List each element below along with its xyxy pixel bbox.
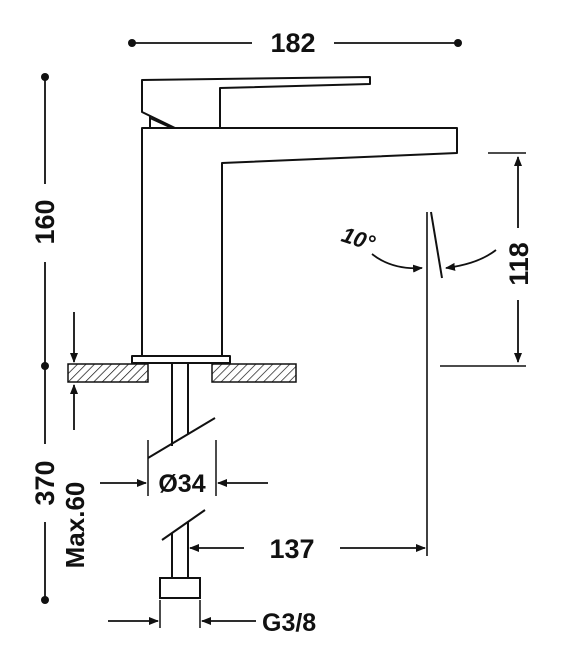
connection-thread-label: G3/8	[262, 609, 316, 637]
max-deck-label: Max.60	[60, 482, 90, 569]
dim-left-vertical: 160 370	[30, 73, 60, 604]
dim-shank-diameter: Ø34	[100, 440, 268, 498]
dim-connection-thread: G3/8	[108, 600, 316, 637]
dim-overall-width: 182	[128, 28, 462, 58]
countertop	[67, 363, 297, 383]
body-height-label: 160	[30, 199, 60, 244]
total-height-label: 370	[30, 460, 60, 505]
dim-spout-height: 118	[440, 152, 534, 367]
spout-height-label: 118	[504, 242, 534, 286]
supply-shank	[147, 363, 216, 599]
overall-width-label: 182	[270, 28, 315, 58]
base-plate	[131, 355, 231, 364]
side-view-lever-angle	[371, 211, 497, 556]
dim-spout-reach: 137	[189, 534, 426, 564]
connection-nut	[159, 577, 201, 599]
lever-handle	[141, 76, 371, 129]
handle-angle-label: 10°	[339, 222, 379, 256]
shank-diameter-label: Ø34	[158, 470, 205, 498]
faucet-body	[141, 127, 458, 356]
spout-reach-label: 137	[269, 534, 314, 564]
dim-max-deck: Max.60	[60, 312, 90, 568]
faucet-outline	[131, 76, 458, 364]
